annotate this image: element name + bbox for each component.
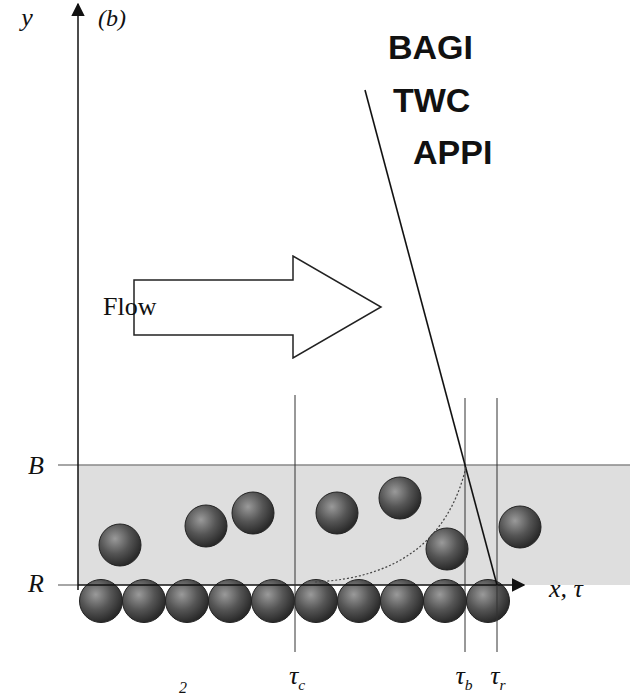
page-fragment: 2 bbox=[179, 680, 187, 696]
panel-label: (b) bbox=[98, 6, 126, 30]
axis-label: y bbox=[21, 5, 33, 31]
level-label: B bbox=[28, 453, 44, 479]
flow-label: Flow bbox=[103, 294, 156, 320]
y-axis bbox=[77, 4, 79, 590]
stress-label: τc bbox=[289, 663, 305, 693]
title-fragment: APPI bbox=[413, 135, 492, 169]
tau-r-line bbox=[497, 398, 498, 652]
x-axis bbox=[78, 584, 524, 586]
tau-b-line bbox=[465, 398, 466, 652]
stress-label: τb bbox=[455, 663, 472, 693]
stress-label: τr bbox=[490, 663, 505, 693]
flow-arrow: Flow bbox=[133, 255, 383, 359]
stress-profile bbox=[365, 90, 497, 585]
grain-stress-curve bbox=[315, 467, 466, 582]
bedload-band bbox=[78, 465, 630, 585]
tau-c-line bbox=[295, 395, 296, 652]
block-arrow-outline bbox=[133, 255, 383, 359]
moving-grains bbox=[99, 477, 541, 570]
level-label: R bbox=[28, 571, 44, 597]
title-fragment: TWC bbox=[393, 83, 470, 117]
b-level-line bbox=[58, 464, 630, 466]
title-fragment: BAGI bbox=[388, 30, 473, 64]
axis-label: x, τ bbox=[549, 576, 583, 602]
r-level-line bbox=[58, 584, 78, 586]
